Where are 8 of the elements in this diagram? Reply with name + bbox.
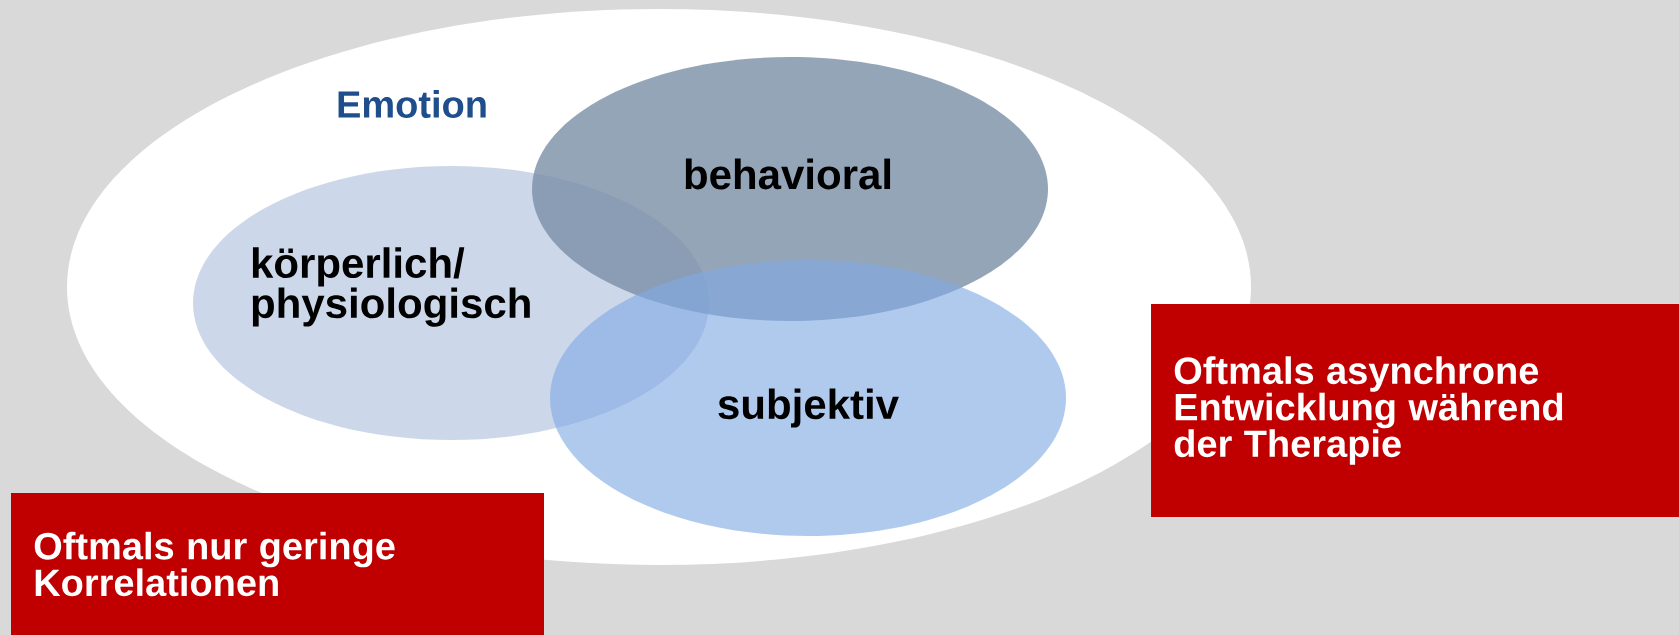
node-label: behavioral [685,158,891,190]
node-label: subjektiv [718,388,899,428]
ellipse [550,260,1066,536]
note-box: Oftmals nur geringe Korrelationen [11,493,544,635]
heading: Emotion [338,90,486,118]
ellipse [532,57,1048,321]
note-box: Oftmals asynchrone Entwicklung während der Therapie [1151,304,1679,517]
node-label: körperlich/ physiologisch [252,247,530,327]
